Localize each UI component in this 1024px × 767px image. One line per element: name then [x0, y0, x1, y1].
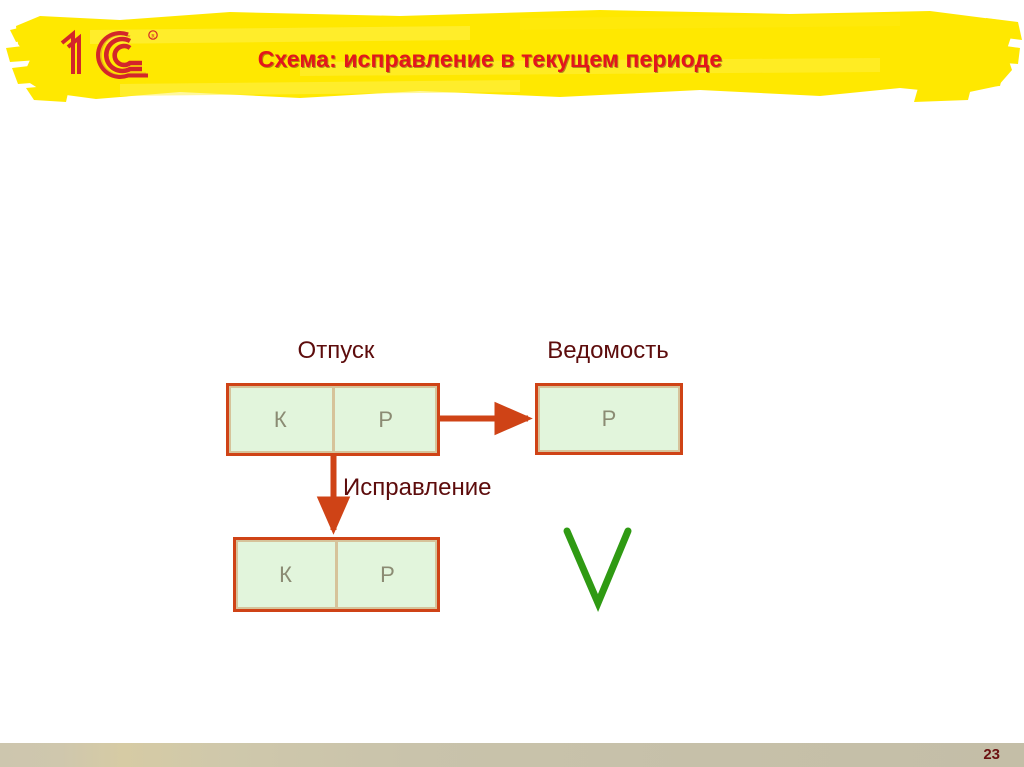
1c-logo-icon: R	[60, 29, 158, 79]
label-otpusk: Отпуск	[297, 337, 375, 364]
box-otpusk-top[interactable]: К Р	[226, 383, 440, 456]
diagram-area: Отпуск Ведомость К Р Р	[226, 337, 683, 612]
box-vedomost[interactable]: Р	[535, 383, 683, 455]
cell-r: Р	[331, 386, 438, 453]
cell-r: Р	[335, 540, 437, 609]
cell-k: К	[273, 406, 287, 432]
cell-k: К	[279, 561, 292, 587]
box-otpusk-bottom[interactable]: К Р	[233, 537, 440, 612]
yellow-brush-banner	[6, 10, 1022, 102]
label-ispravlenie: Исправление	[343, 474, 492, 501]
slide-header: R Схема: исправление в текущем периоде	[0, 0, 1024, 110]
cell-r: Р	[601, 406, 617, 431]
page-title: Схема: исправление в текущем периоде	[257, 46, 723, 72]
green-check-v-icon	[563, 527, 632, 612]
registered-icon: R	[148, 30, 158, 40]
slide-footer-bar	[0, 743, 1024, 767]
label-vedomost: Ведомость	[547, 337, 669, 364]
page-number: 23	[983, 746, 1000, 763]
svg-text:R: R	[151, 34, 155, 40]
